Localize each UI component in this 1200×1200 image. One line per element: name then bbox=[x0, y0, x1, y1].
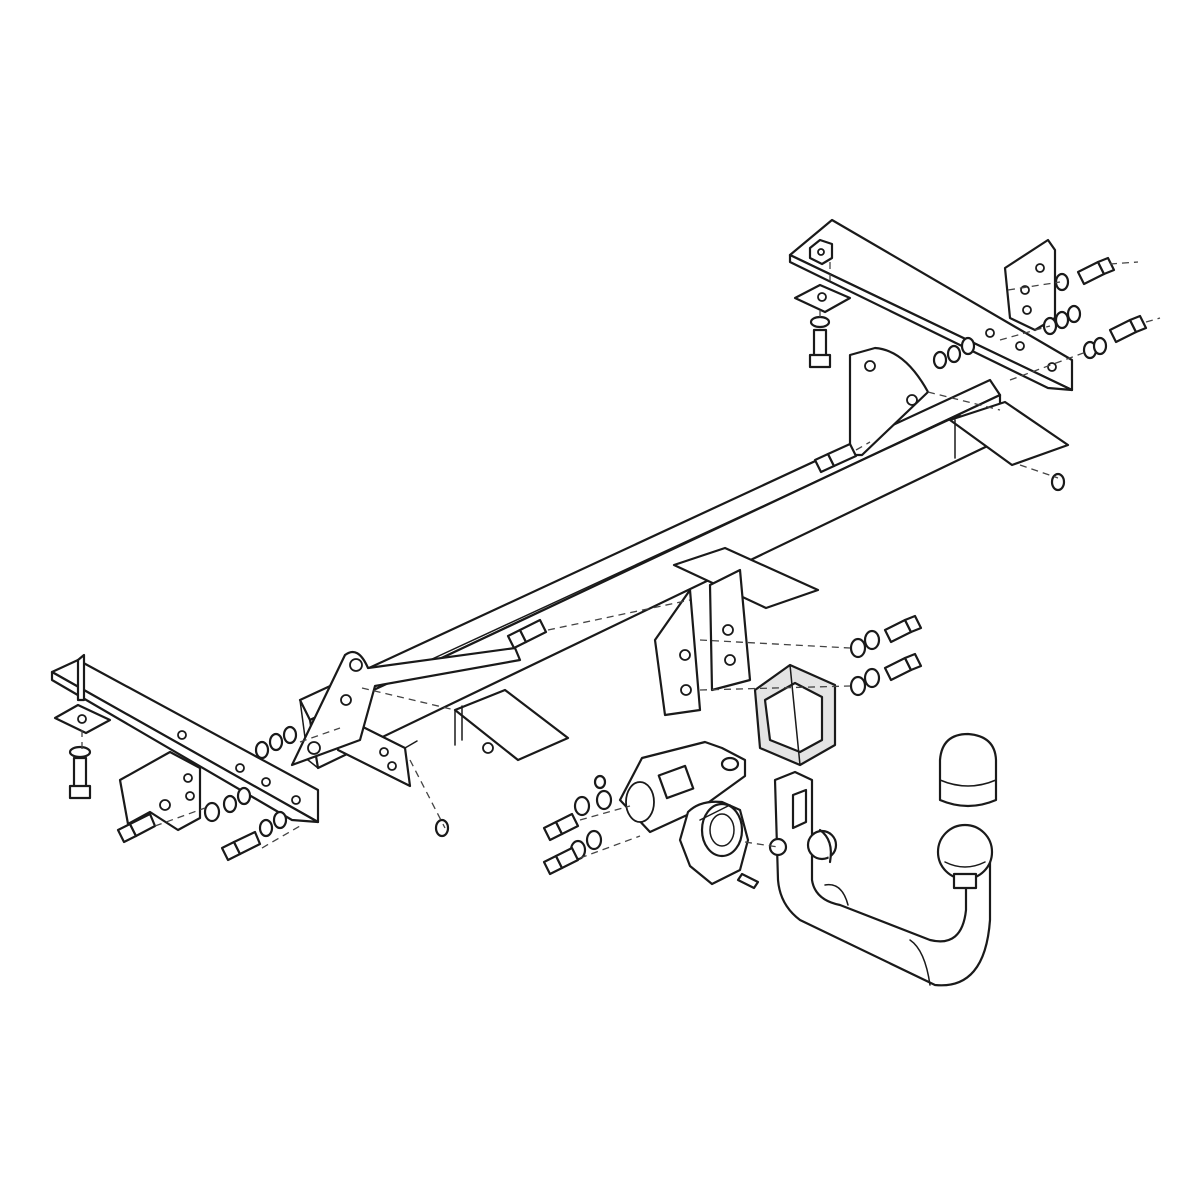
center-bolt bbox=[506, 618, 548, 650]
assembly-guide-lines bbox=[81, 261, 1161, 859]
main-crossbar bbox=[298, 378, 1002, 770]
right-bracket-bolt bbox=[813, 442, 858, 474]
left-vertical-bolt bbox=[68, 745, 92, 800]
right-bolt-lower bbox=[1082, 314, 1148, 360]
right-vertical-bolt bbox=[808, 315, 832, 369]
socket-hardware bbox=[542, 774, 613, 876]
tow-ball bbox=[936, 823, 994, 890]
electrical-socket bbox=[678, 800, 760, 890]
receiver-housing bbox=[753, 663, 837, 767]
left-bolt-lower bbox=[116, 812, 157, 844]
right-square-washer bbox=[793, 283, 852, 314]
left-bolt-mid bbox=[220, 830, 262, 862]
right-saddle-bracket bbox=[948, 400, 1070, 467]
left-saddle-bracket bbox=[453, 688, 570, 762]
left-center-washer bbox=[434, 818, 450, 838]
right-bolt-upper bbox=[1054, 256, 1116, 292]
right-washers bbox=[932, 304, 1082, 492]
left-square-washer bbox=[53, 703, 112, 735]
socket-mounting-plate bbox=[618, 740, 747, 834]
left-corner-bracket bbox=[290, 646, 522, 767]
ball-cover-cap bbox=[938, 732, 998, 808]
right-corner-bracket bbox=[848, 346, 930, 457]
receiver-bolts bbox=[849, 614, 923, 697]
left-l-bracket bbox=[118, 750, 202, 832]
right-l-bracket bbox=[1003, 238, 1057, 332]
right-mounting-rail bbox=[788, 218, 1074, 392]
left-mounting-rail bbox=[50, 653, 320, 824]
right-nut-top bbox=[808, 238, 834, 266]
left-washers bbox=[203, 725, 298, 838]
center-clamp bbox=[653, 546, 820, 717]
